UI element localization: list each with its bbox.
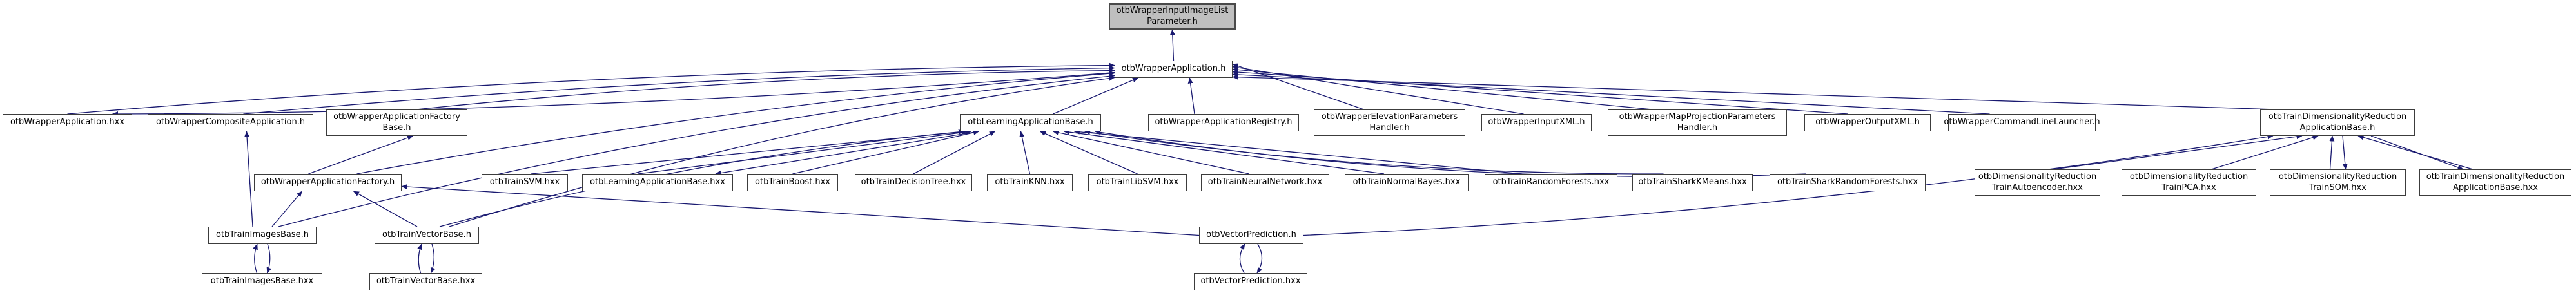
edge-trainDimBase-to-dimRedSOM (2342, 135, 2348, 170)
edge-trainImagesBase-to-factory (271, 191, 302, 227)
edge-outputXml-to-app (1232, 70, 1849, 115)
edge-trainImagesBaseHxx-to-trainImagesBase (253, 243, 258, 274)
edge-trainKNN-to-learningBase (1019, 131, 1031, 175)
node-app[interactable]: otbWrapperApplication.h (1115, 61, 1233, 78)
edge-trainImagesBase-to-composite (244, 131, 253, 227)
edge-trainDimBase-to-app (1232, 74, 2277, 110)
edge-trainRF-to-learningBase (1074, 129, 1523, 175)
node-composite[interactable]: otbWrapperCompositeApplication.h (148, 114, 313, 131)
node-cmdLine[interactable]: otbWrapperCommandLineLauncher.h (1944, 114, 2100, 131)
node-factoryBase[interactable]: otbWrapperApplicationFactory Base.h (326, 109, 467, 136)
node-elevation[interactable]: otbWrapperElevationParameters Handler.h (1314, 109, 1465, 136)
node-vectorPred[interactable]: otbVectorPrediction.h (1199, 227, 1303, 244)
node-factory[interactable]: otbWrapperApplicationFactory.h (254, 174, 402, 191)
edge-trainVectorBase-to-trainVectorBaseHxx (430, 243, 436, 274)
edge-trainSKM-to-learningBase (1084, 129, 1664, 175)
edge-composite-to-app (243, 65, 1115, 115)
edge-trainImagesBase-to-trainImagesBaseHxx (266, 243, 272, 274)
edge-trainSRF-to-learningBase (1095, 129, 1806, 178)
edge-app-to-title (1169, 29, 1175, 61)
node-trainImagesBaseHxx[interactable]: otbTrainImagesBase.hxx (202, 273, 322, 290)
edge-trainNB-to-learningBase (1064, 129, 1385, 175)
edge-vectorPredHxx-to-vectorPred (1239, 243, 1245, 274)
edge-inputXml-to-app (1232, 64, 1524, 115)
edge-vectorPred-to-factory (401, 184, 1200, 236)
node-appHxx[interactable]: otbWrapperApplication.hxx (3, 114, 132, 131)
node-title[interactable]: otbWrapperInputImageList Parameter.h (1109, 3, 1236, 30)
node-trainImagesBase[interactable]: otbTrainImagesBase.h (208, 227, 317, 244)
node-trainSVM[interactable]: otbTrainSVM.hxx (482, 174, 568, 191)
edge-trainVectorBase-to-learningBase (439, 129, 964, 227)
edge-learningBase-to-learningHxx (715, 131, 979, 176)
node-outputXml[interactable]: otbWrapperOutputXML.h (1804, 114, 1931, 131)
node-trainDT[interactable]: otbTrainDecisionTree.hxx (855, 174, 972, 191)
edge-factory-to-factoryBase (308, 135, 413, 175)
node-trainRF[interactable]: otbTrainRandomForests.hxx (1485, 174, 1617, 191)
edge-trainNN-to-learningBase (1053, 129, 1249, 175)
node-mapProj[interactable]: otbWrapperMapProjectionParameters Handle… (1608, 109, 1787, 136)
edge-trainDimBase-to-trainDimBaseHxx (2370, 135, 2464, 170)
node-trainKNN[interactable]: otbTrainKNN.hxx (987, 174, 1073, 191)
node-trainBoost[interactable]: otbTrainBoost.hxx (747, 174, 838, 191)
node-dimRedSOM[interactable]: otbDimensionalityReduction TrainSOM.hxx (2270, 169, 2406, 196)
edge-dimRedPCA-to-trainDimBase (2211, 135, 2319, 170)
edge-vectorPred-to-vectorPredHxx (1256, 243, 1263, 274)
edge-trainSVM-to-learningBase (531, 129, 968, 175)
node-trainSRF[interactable]: otbTrainSharkRandomForests.hxx (1770, 174, 1926, 191)
edge-appHxx-to-app (67, 62, 1115, 115)
edge-dimRedAuto-to-trainDimBase (2053, 134, 2303, 170)
node-learningBase[interactable]: otbLearningApplicationBase.h (960, 114, 1101, 131)
edge-factoryBase-to-app (416, 68, 1115, 110)
edge-factory-to-app (356, 71, 1115, 175)
edge-learningHxx-to-learningBase (638, 129, 971, 175)
edge-trainImagesBase-to-app (278, 73, 1115, 227)
node-learningHxx[interactable]: otbLearningApplicationBase.hxx (582, 174, 733, 191)
node-vectorPredHxx[interactable]: otbVectorPrediction.hxx (1194, 273, 1307, 290)
edge-trainLibSVM-to-learningBase (1040, 131, 1138, 175)
node-trainSKM[interactable]: otbTrainSharkKMeans.hxx (1632, 174, 1753, 191)
node-trainDimBase[interactable]: otbTrainDimensionalityReduction Applicat… (2260, 109, 2415, 136)
edge-registry-to-app (1187, 77, 1195, 115)
edge-trainBoost-to-learningBase (792, 129, 979, 175)
node-trainVectorBase[interactable]: otbTrainVectorBase.h (375, 227, 479, 244)
edge-trainDT-to-learningBase (913, 131, 995, 175)
edge-trainDimBaseHxx-to-trainDimBase (2357, 135, 2474, 170)
edge-mapProj-to-app (1232, 67, 1653, 110)
edge-app-to-appHxx (112, 71, 1115, 117)
node-trainNN[interactable]: otbTrainNeuralNetwork.hxx (1201, 174, 1329, 191)
node-registry[interactable]: otbWrapperApplicationRegistry.h (1148, 114, 1299, 131)
node-trainDimBaseHxx[interactable]: otbTrainDimensionalityReduction Applicat… (2419, 169, 2571, 196)
edge-learningBase-to-app (1053, 77, 1138, 115)
edge-vectorPred-to-trainDimBase (1303, 134, 2274, 236)
edge-dimRedSOM-to-trainDimBase (2329, 135, 2335, 170)
node-dimRedPCA[interactable]: otbDimensionalityReduction TrainPCA.hxx (2122, 169, 2256, 196)
node-trainNB[interactable]: otbTrainNormalBayes.hxx (1345, 174, 1469, 191)
edge-trainVectorBaseHxx-to-trainVectorBase (417, 243, 422, 274)
node-dimRedAuto[interactable]: otbDimensionalityReduction TrainAutoenco… (1975, 169, 2100, 196)
edge-trainVectorBase-to-factory (353, 191, 418, 227)
node-inputXml[interactable]: otbWrapperInputXML.h (1481, 114, 1592, 131)
node-trainVectorBaseHxx[interactable]: otbTrainVectorBase.hxx (369, 273, 482, 290)
node-trainLibSVM[interactable]: otbTrainLibSVM.hxx (1088, 174, 1187, 191)
edge-trainVectorBase-to-app (449, 75, 1115, 227)
